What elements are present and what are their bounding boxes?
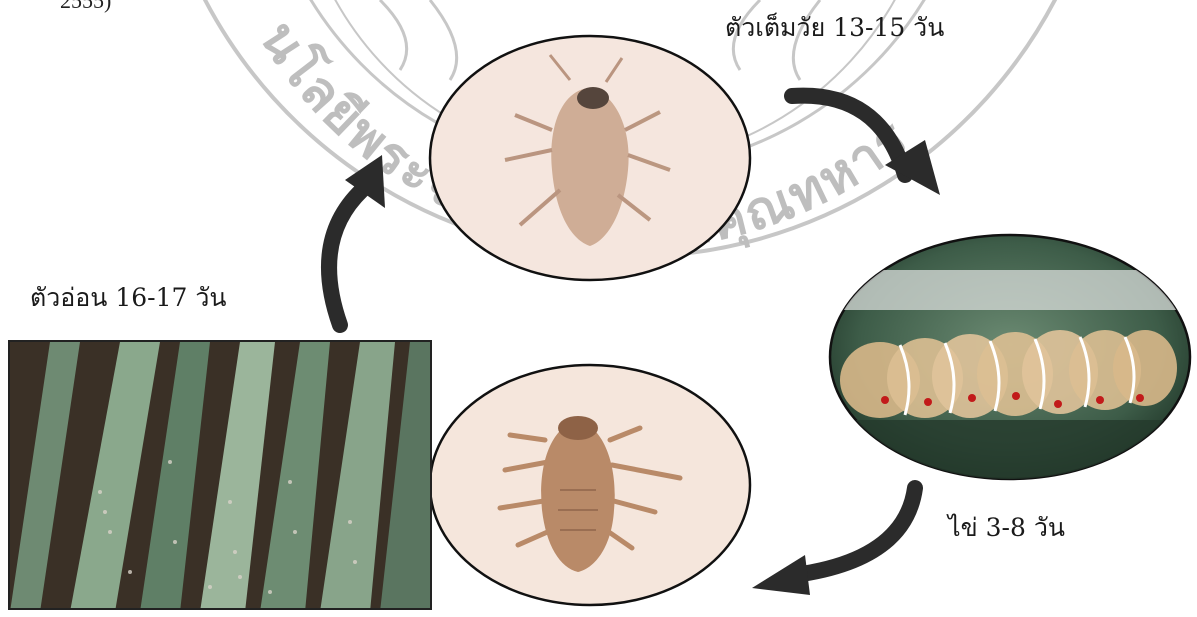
nymph-stage-label: ตัวอ่อน 16-17 วัน bbox=[30, 285, 226, 310]
arrow-egg-to-nymph-icon bbox=[752, 488, 915, 595]
arrow-nymph-to-adult-icon bbox=[329, 155, 385, 325]
egg-stage-label: ไข่ 3-8 วัน bbox=[948, 515, 1065, 540]
arrow-adult-to-egg-icon bbox=[792, 96, 940, 195]
adult-stage-label: ตัวเต็มวัย 13-15 วัน bbox=[725, 15, 944, 40]
